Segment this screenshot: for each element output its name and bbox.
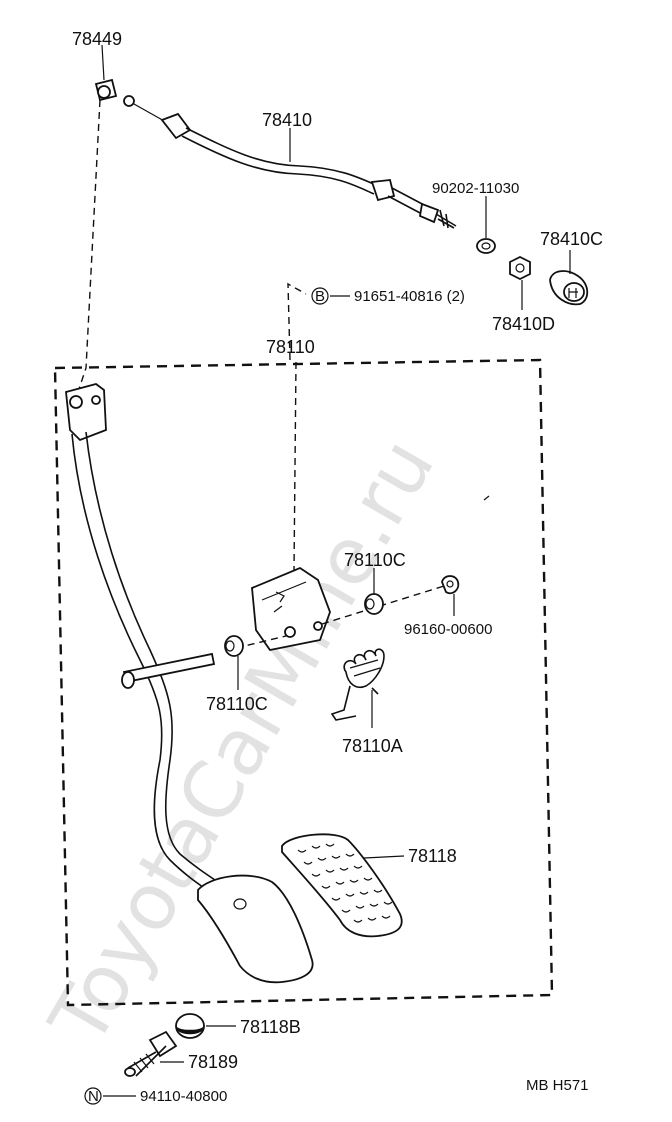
stray-mark bbox=[483, 495, 490, 501]
leader-clip-to-pedal bbox=[75, 99, 101, 399]
label-78118B: 78118B bbox=[240, 1017, 301, 1037]
grommet-78410C bbox=[549, 270, 589, 306]
pedal-bracket bbox=[251, 566, 331, 651]
label-94110: 94110-40800 bbox=[140, 1088, 227, 1105]
pedal-pad-78118 bbox=[281, 833, 403, 938]
label-96160: 96160-00600 bbox=[404, 621, 492, 638]
label-78189: 78189 bbox=[188, 1052, 238, 1072]
diagram-code: MB H571 bbox=[526, 1077, 589, 1094]
label-78410: 78410 bbox=[262, 110, 312, 130]
label-90202: 90202-11030 bbox=[432, 180, 519, 197]
washer-90202 bbox=[476, 238, 496, 254]
label-78410D: 78410D bbox=[492, 314, 555, 334]
marker-b-letter: B bbox=[315, 288, 325, 305]
leader-78449 bbox=[101, 44, 105, 81]
label-91651: 91651-40816 (2) bbox=[354, 288, 465, 305]
leader-78110 bbox=[293, 361, 297, 571]
marker-n-letter: N bbox=[88, 1088, 99, 1105]
leader-91651 bbox=[287, 282, 307, 361]
label-78110: 78110 bbox=[266, 337, 315, 357]
leader-78118 bbox=[363, 855, 405, 859]
clip-96160 bbox=[441, 575, 460, 595]
bolt-78189 bbox=[124, 1030, 178, 1077]
marker-b bbox=[311, 287, 329, 305]
label-78449: 78449 bbox=[72, 29, 122, 49]
bushing-78110C-right bbox=[364, 593, 384, 615]
label-78110C-top: 78110C bbox=[344, 550, 406, 570]
spring-78110A bbox=[330, 648, 385, 721]
clip-78449 bbox=[94, 78, 135, 107]
label-78118: 78118 bbox=[408, 846, 457, 866]
assembly-frame bbox=[53, 358, 554, 1007]
label-78110A: 78110A bbox=[342, 736, 403, 756]
pedal-arm-78110 bbox=[65, 383, 314, 984]
bushing-78110C-left bbox=[224, 635, 244, 657]
stopper-78118B bbox=[175, 1013, 205, 1039]
cable-78410 bbox=[133, 103, 457, 229]
nut-78410D bbox=[509, 255, 531, 281]
label-78110C-bottom: 78110C bbox=[206, 694, 268, 714]
marker-n bbox=[84, 1087, 102, 1105]
label-78410C: 78410C bbox=[540, 229, 603, 249]
